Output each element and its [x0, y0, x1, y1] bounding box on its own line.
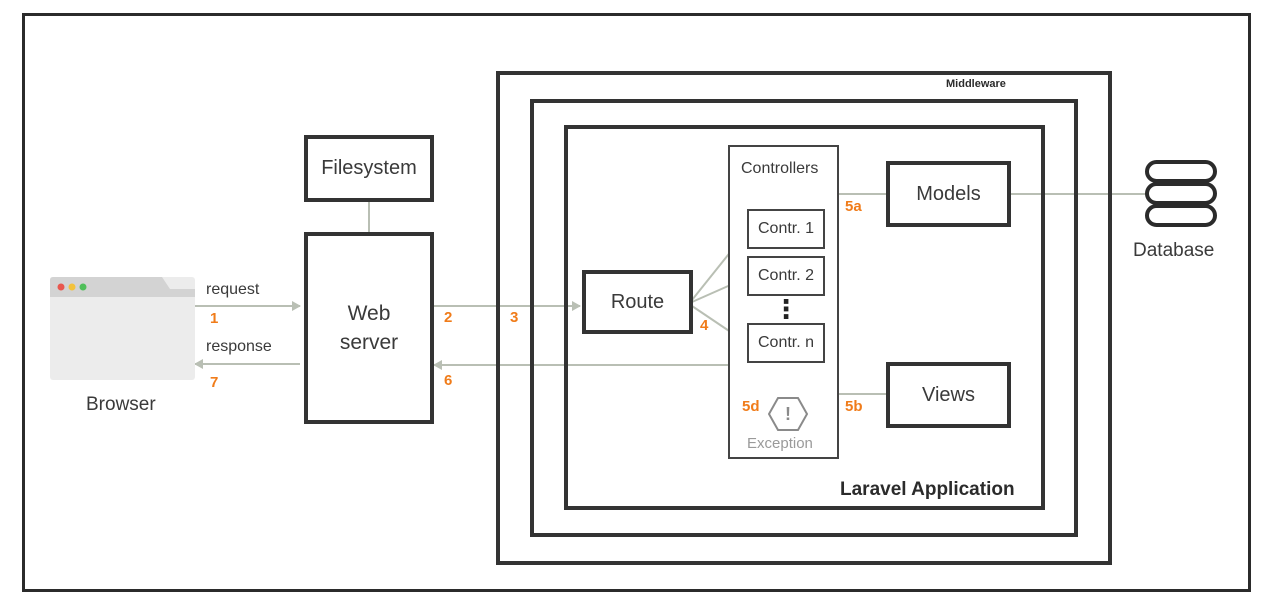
controller-item-label: Contr. n [757, 334, 815, 351]
middleware-middle-ring [530, 99, 1078, 537]
request-label: request [206, 281, 260, 298]
middleware-label: Middleware [934, 78, 1018, 90]
laravel-application-label: Laravel Application [840, 479, 1015, 500]
models-box: Models [886, 161, 1011, 227]
step-2-label: 2 [444, 309, 453, 326]
middleware-outer-ring [496, 71, 1112, 565]
exception-icon [767, 397, 809, 431]
views-box: Views [886, 362, 1011, 428]
controller-item-label: Contr. 2 [757, 267, 815, 284]
browser-window-icon [50, 277, 195, 380]
controllers-ellipsis: ⋮ [773, 293, 799, 324]
step-5a-label: 5a [845, 198, 862, 215]
laravel-application-box [564, 125, 1045, 510]
response-label: response [206, 338, 272, 355]
database-icon [1145, 160, 1217, 228]
step-7-label: 7 [210, 374, 219, 391]
route-label: Route [610, 290, 665, 313]
views-label: Views [922, 383, 975, 406]
web-server-box: Web server [304, 232, 434, 424]
controllers-title: Controllers [741, 160, 819, 177]
exception-glyph: ! [785, 403, 791, 424]
web-server-label-line2: server [339, 331, 399, 354]
step-1-label: 1 [210, 310, 219, 327]
route-box: Route [582, 270, 693, 334]
close-dot [57, 283, 65, 291]
controller-item: Contr. 2 [747, 256, 825, 296]
exception-label: Exception [747, 435, 813, 452]
diagram-frame [22, 13, 1251, 592]
controller-item-label: Contr. 1 [757, 220, 815, 237]
web-server-label-line1: Web [347, 302, 391, 325]
step-3-label: 3 [510, 309, 519, 326]
browser-label: Browser [86, 394, 156, 415]
controller-item: Contr. n [747, 323, 825, 363]
models-label: Models [916, 182, 981, 205]
step-5d-label: 5d [742, 398, 760, 415]
database-label: Database [1133, 240, 1215, 261]
step-4-label: 4 [700, 317, 709, 334]
maximize-dot [79, 283, 87, 291]
step-6-label: 6 [444, 372, 453, 389]
controller-item: Contr. 1 [747, 209, 825, 249]
filesystem-label: Filesystem [321, 157, 417, 179]
step-5b-label: 5b [845, 398, 863, 415]
minimize-dot [68, 283, 76, 291]
filesystem-box: Filesystem [304, 135, 434, 202]
